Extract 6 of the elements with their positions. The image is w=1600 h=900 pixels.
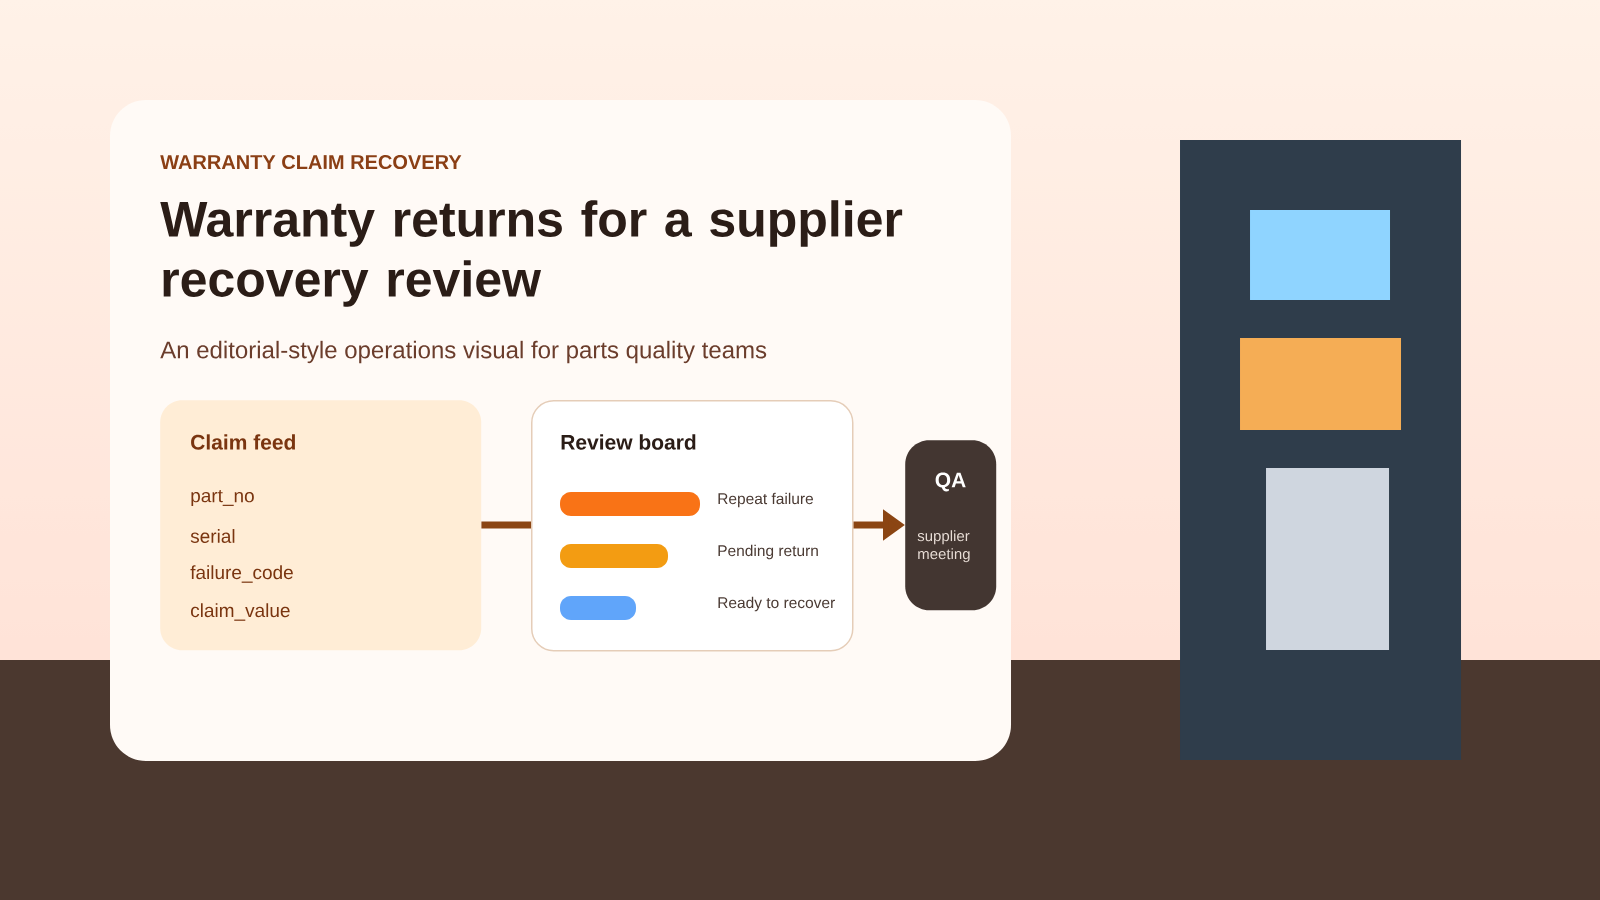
data-card: Claim feed part_no serial failure_code claim_value xyxy=(160,400,482,651)
subtitle: An editorial-style operations visual for parts quality teams xyxy=(160,340,767,364)
qa-box: QA supplier meeting xyxy=(905,440,997,611)
eyebrow-label: WARRANTY CLAIM RECOVERY xyxy=(160,154,462,170)
title: Warranty returns for a supplier recovery review xyxy=(160,200,903,307)
review-panel: Review board Repeat failure Pending return Ready to recover xyxy=(531,400,854,652)
